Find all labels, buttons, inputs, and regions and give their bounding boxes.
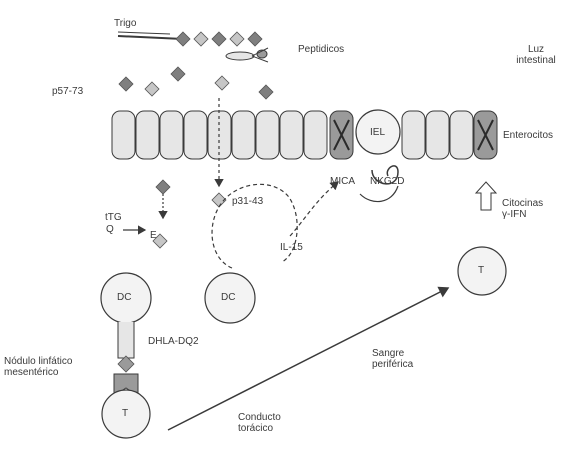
peptide-diamond [119,77,133,91]
label-ttg: tTG [105,212,122,223]
enterocyte [136,111,159,159]
enterocyte [184,111,207,159]
hla-dq2-stalk [118,322,134,358]
peptide-diamond [145,82,159,96]
strand-diamond [194,32,208,46]
label-enterocytes: Enterocitos [503,130,553,141]
translocated-peptide [156,180,170,194]
cytokine-arrow-icon [476,182,496,210]
strand-diamond [230,32,244,46]
enterocyte [160,111,183,159]
enterocyte-layer [112,111,497,159]
strand-diamond [248,32,262,46]
label-dc-center: DC [221,292,235,303]
label-t-lymph: T [122,408,128,419]
enterocyte [450,111,473,159]
enterocyte [280,111,303,159]
label-il15: IL-15 [280,242,303,253]
enterocyte [304,111,327,159]
enterocyte [426,111,449,159]
label-p57-73: p57-73 [52,86,83,97]
label-hla-dq2: DHLA-DQ2 [148,336,199,347]
strand-diamond [212,32,226,46]
label-dc-left: DC [117,292,131,303]
label-trigo: Trigo [114,18,136,29]
strand-diamond [176,32,190,46]
peptide-diamond [171,67,185,81]
label-mica: MICA [330,176,355,187]
peptidase-icon [226,48,268,62]
lumen-peptides [119,67,273,99]
label-peptidases: Peptidicos [298,44,344,55]
label-t-peripheral: T [478,265,484,276]
mica-binding-arc [360,186,398,202]
label-p31-43: p31-43 [232,196,263,207]
label-nkg2d: NKG2D [370,176,404,187]
enterocyte [232,111,255,159]
label-e: E [150,230,157,241]
wheat-strand [118,32,262,46]
il15-to-mica-arrow [290,182,338,236]
label-iel: IEL [370,127,385,138]
label-q: Q [106,224,114,235]
enterocyte [256,111,279,159]
enterocyte [402,111,425,159]
peptide-diamond [215,76,229,90]
peptide-diamond [259,85,273,99]
enterocyte [112,111,135,159]
